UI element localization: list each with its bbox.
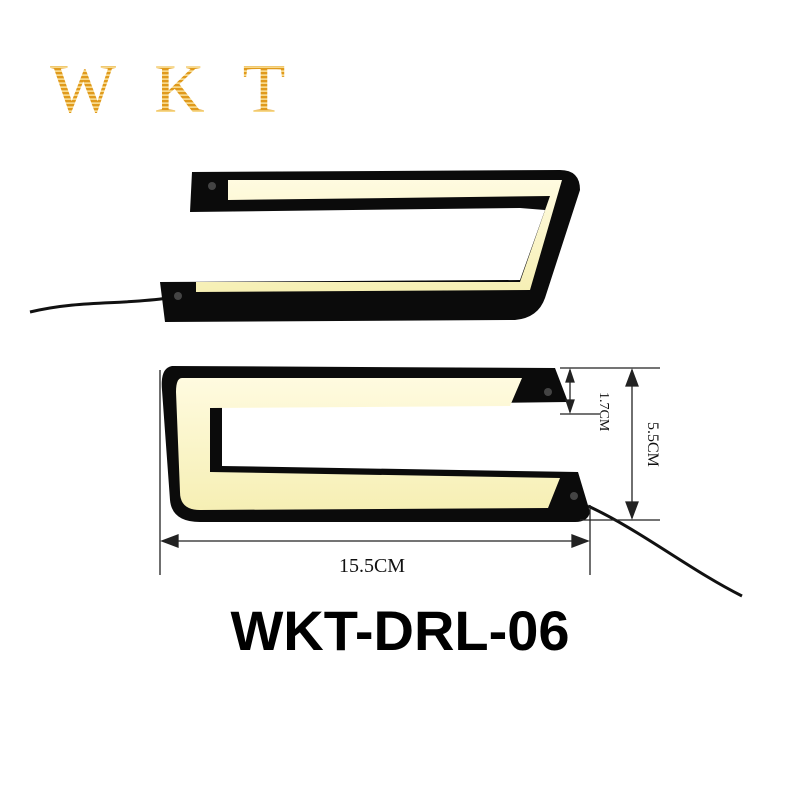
mount-hole-icon — [570, 492, 578, 500]
brand-logo: WKT — [50, 51, 323, 128]
drl-strip-top — [29, 170, 580, 322]
drl-strip-bottom — [161, 366, 743, 598]
dimension-strip-width — [560, 367, 600, 415]
mount-hole-icon — [544, 388, 552, 396]
mount-hole-icon — [208, 182, 216, 190]
power-cable — [29, 296, 169, 314]
brand-logo-text: WKT — [50, 51, 323, 128]
strip-width-label: 1.7CM — [596, 392, 611, 432]
height-label: 5.5CM — [644, 422, 661, 467]
led-strip — [176, 378, 560, 510]
dimension-height — [560, 367, 660, 521]
dimension-length — [159, 370, 591, 575]
model-number: WKT-DRL-06 — [230, 599, 570, 662]
length-label: 15.5CM — [339, 555, 405, 577]
power-cable — [587, 504, 743, 598]
led-strip — [196, 180, 562, 292]
mount-hole-icon — [174, 292, 182, 300]
